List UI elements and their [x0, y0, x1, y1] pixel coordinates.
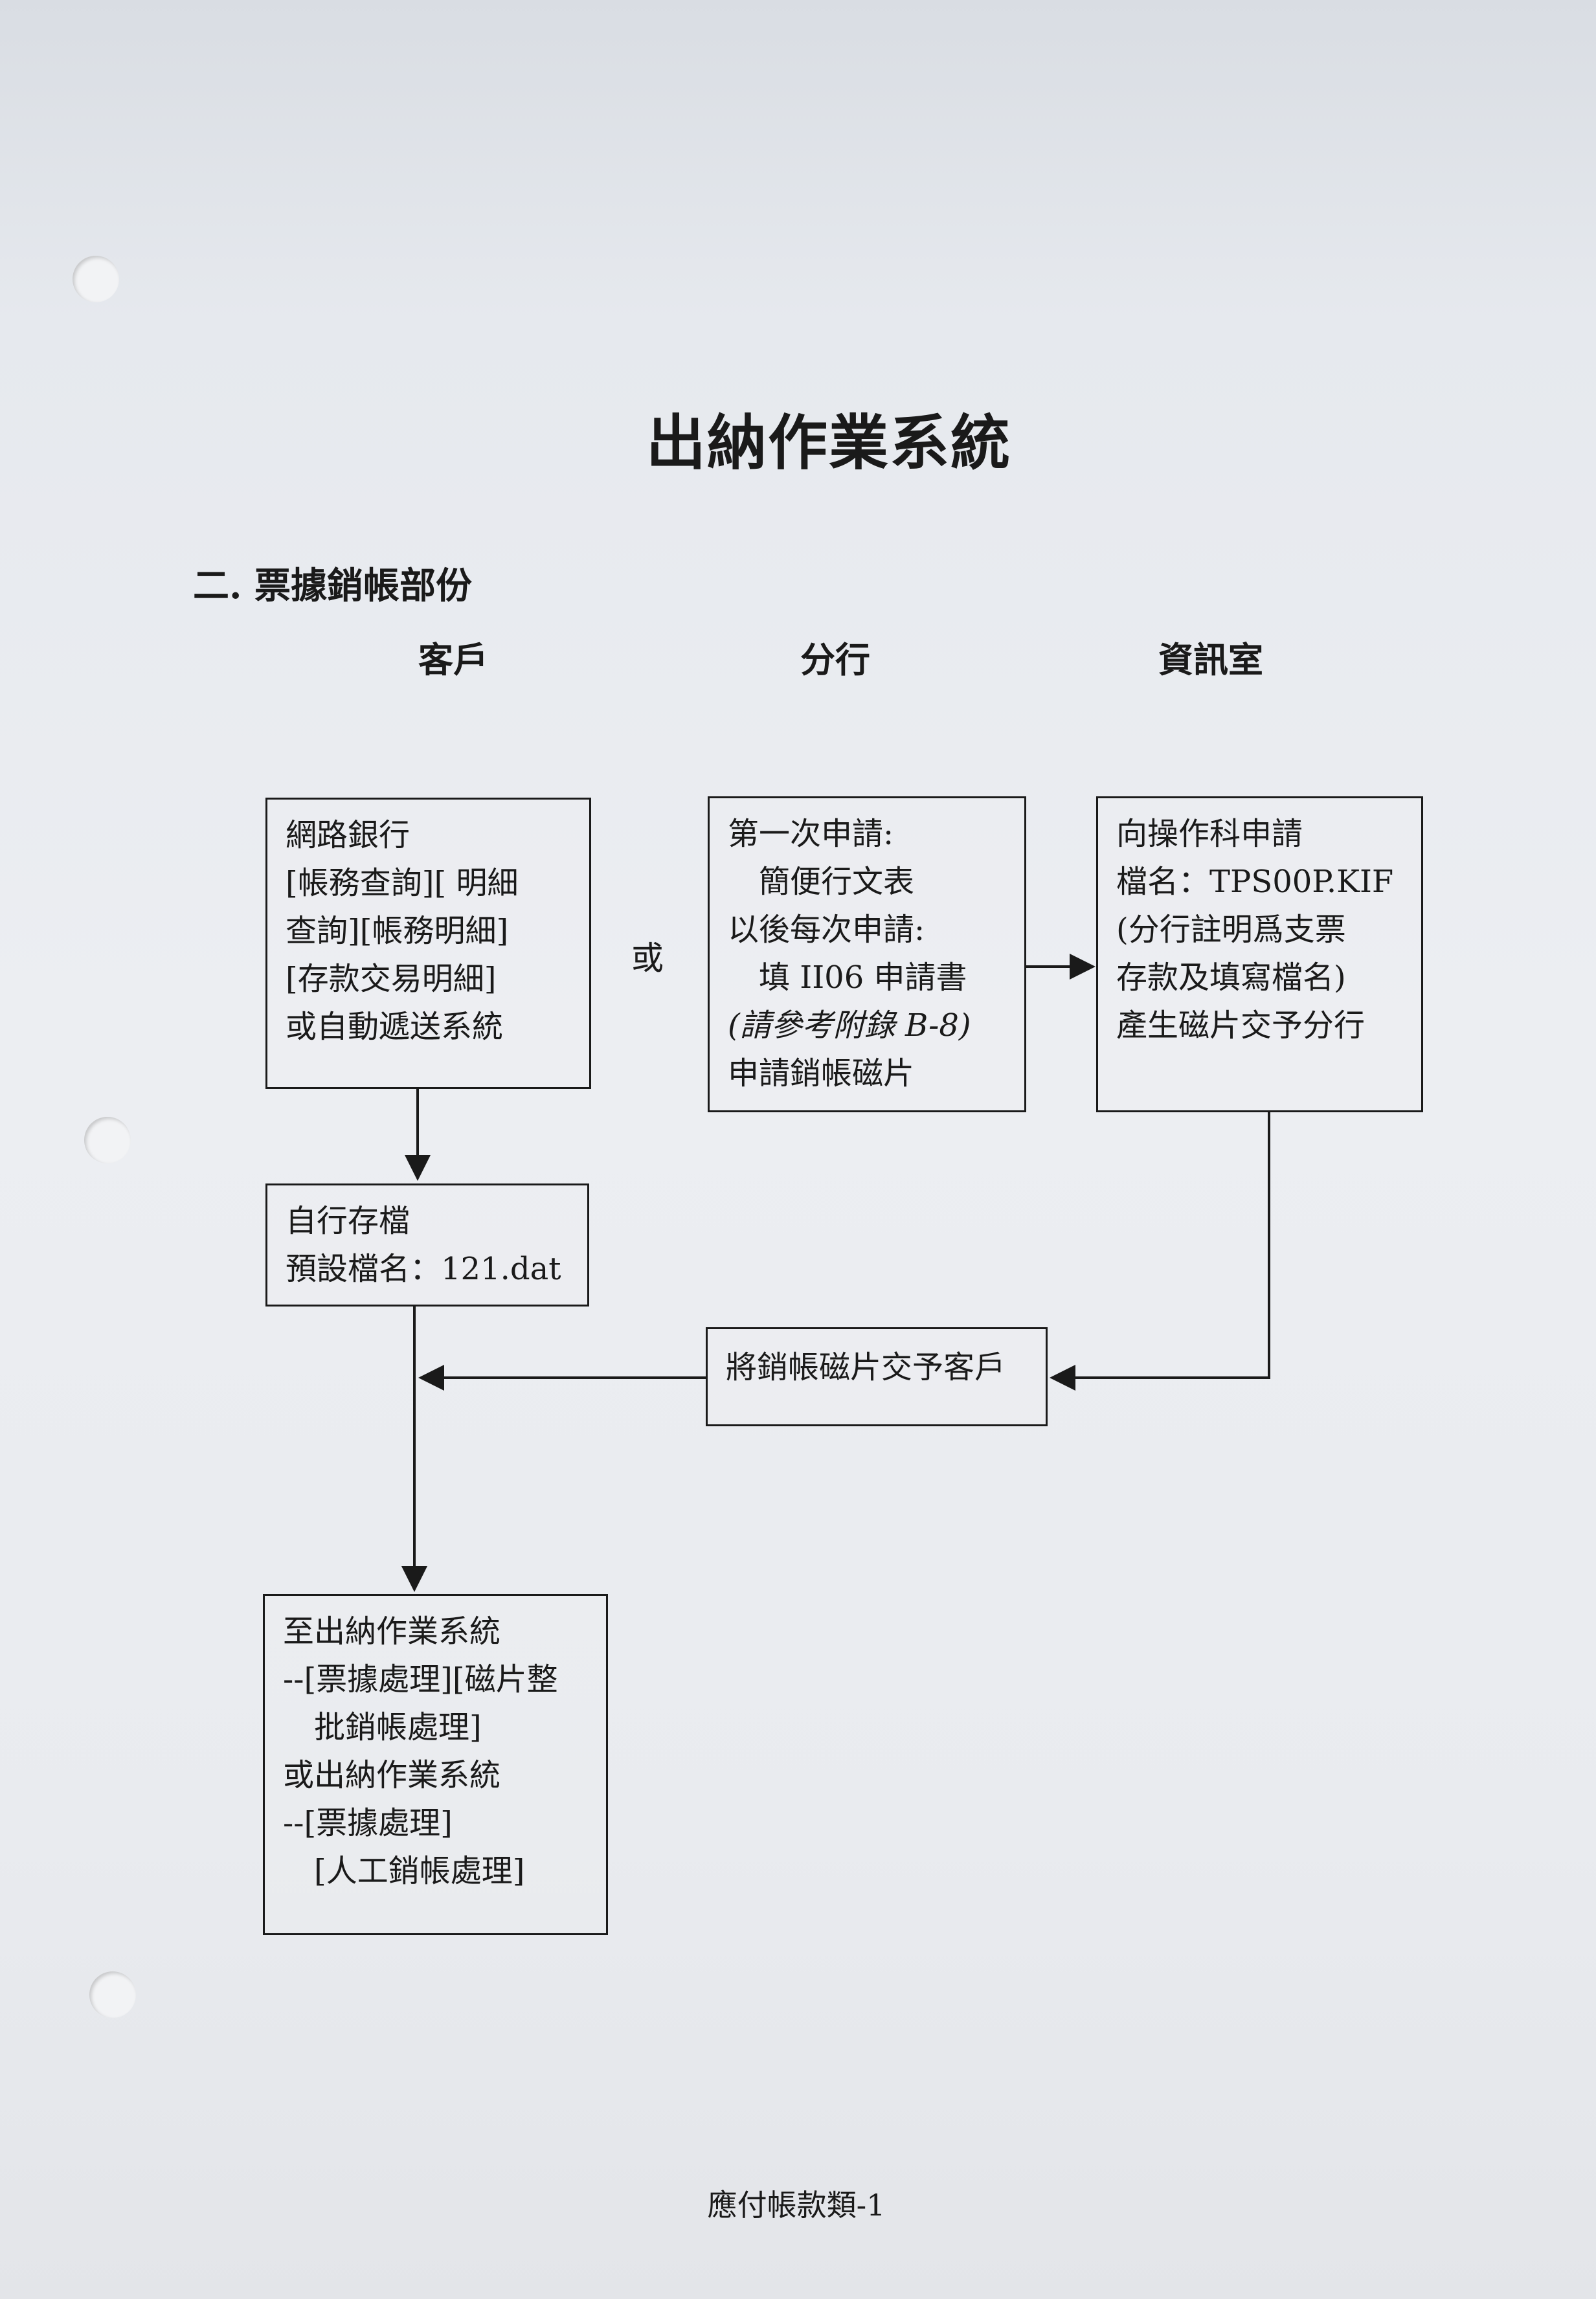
box-line: 申請銷帳磁片 — [728, 1055, 915, 1092]
box-line: 網路銀行 — [286, 817, 410, 853]
binder-hole-bottom — [89, 1971, 136, 2018]
box-line: 預設檔名：121.dat — [286, 1251, 561, 1287]
binder-hole-top — [73, 256, 119, 302]
box-line: --[票據處理][磁片整 — [283, 1661, 558, 1698]
box-line: 產生磁片交予分行 — [1116, 1007, 1366, 1044]
column-header-branch: 分行 — [800, 639, 870, 680]
box-line: 檔名：TPS00P.KIF — [1116, 864, 1394, 900]
or-label: 或 — [631, 939, 664, 977]
page-footer: 應付帳款類-1 — [707, 2188, 886, 2223]
box-line: 第一次申請: — [728, 816, 894, 852]
box-line: 存款及填寫檔名) — [1116, 959, 1346, 996]
box-line: (請參考附錄 B-8) — [728, 1007, 971, 1044]
box-it-apply: 向操作科申請 檔名：TPS00P.KIF (分行註明爲支票 存款及填寫檔名) 產… — [1096, 796, 1423, 1112]
column-header-it-office: 資訊室 — [1158, 639, 1263, 680]
box-line: 至出納作業系統 — [283, 1613, 501, 1650]
box-line: 查詢][帳務明細] — [286, 913, 509, 949]
box-hand-over-disk: 將銷帳磁片交予客戶 — [706, 1327, 1048, 1426]
box-line: [人工銷帳處理] — [314, 1853, 525, 1889]
box-line: 簡便行文表 — [759, 864, 915, 900]
box-online-banking: 網路銀行 [帳務查詢][ 明細 查詢][帳務明細] [存款交易明細] 或自動遞送… — [265, 798, 591, 1089]
box-line: --[票據處理] — [283, 1805, 453, 1841]
box-line: 自行存檔 — [286, 1203, 410, 1239]
box-line: 或自動遞送系統 — [286, 1009, 504, 1045]
box-line: [帳務查詢][ 明細 — [286, 865, 519, 901]
box-line: 填 II06 申請書 — [759, 959, 967, 996]
box-cashier-system: 至出納作業系統 --[票據處理][磁片整 批銷帳處理] 或出納作業系統 --[票… — [263, 1594, 608, 1935]
box-line: [存款交易明細] — [286, 961, 497, 997]
box-line: 或出納作業系統 — [283, 1757, 501, 1793]
box-self-save: 自行存檔 預設檔名：121.dat — [265, 1183, 589, 1307]
box-branch-apply: 第一次申請: 簡便行文表 以後每次申請: 填 II06 申請書 (請參考附錄 B… — [708, 796, 1026, 1112]
box-line: 將銷帳磁片交予客戶 — [726, 1349, 1006, 1385]
page-title: 出納作業系統 — [646, 408, 1011, 478]
box-line: 以後每次申請: — [728, 912, 925, 948]
section-heading: 二. 票據銷帳部份 — [193, 565, 472, 607]
box-line: 向操作科申請 — [1116, 816, 1303, 852]
box-line: (分行註明爲支票 — [1116, 912, 1346, 948]
column-header-customer: 客戶 — [418, 639, 488, 680]
box-line: 批銷帳處理] — [314, 1709, 482, 1745]
arrow-it-to-handover — [1050, 1112, 1270, 1391]
binder-hole-middle — [84, 1117, 131, 1163]
